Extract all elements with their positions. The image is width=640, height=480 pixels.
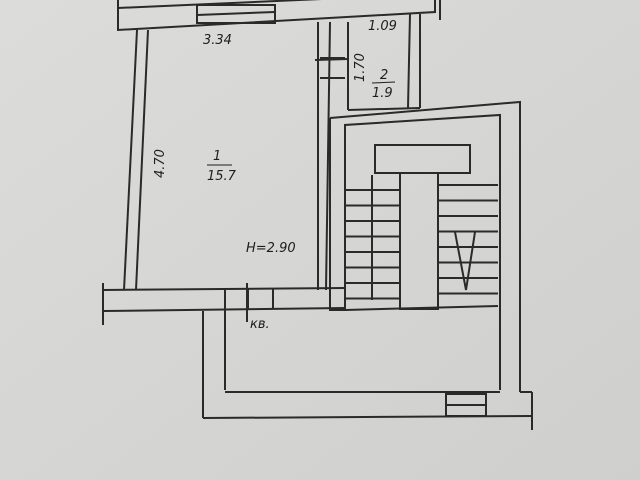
room-1-area: 15.7 bbox=[207, 169, 237, 184]
bottom-wall bbox=[202, 391, 533, 430]
room-1-number: 1 bbox=[213, 149, 221, 164]
room-2-number: 2 bbox=[380, 68, 388, 83]
down-arrow-icon bbox=[454, 231, 476, 291]
room-1-walls bbox=[123, 21, 349, 291]
room-1-width-label: 3.34 bbox=[203, 33, 232, 48]
ceiling-height-label: H=2.90 bbox=[246, 241, 296, 256]
room-2-length-label: 1.70 bbox=[353, 53, 368, 82]
room-2-width-label: 1.09 bbox=[368, 19, 397, 34]
stair-steps-right bbox=[438, 184, 498, 295]
room-1-length-label: 4.70 bbox=[153, 149, 168, 178]
top-wall bbox=[117, 0, 441, 32]
corridor-wall bbox=[102, 283, 346, 418]
room-2-area: 1.9 bbox=[372, 86, 393, 101]
room-2-walls bbox=[347, 13, 421, 111]
apartment-label: кв. bbox=[250, 317, 270, 332]
staircase bbox=[329, 100, 521, 392]
